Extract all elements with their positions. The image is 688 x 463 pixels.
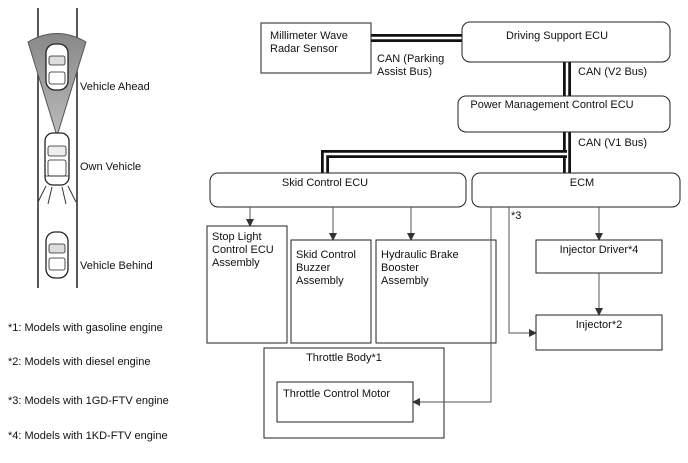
brake-booster-label-3: Assembly bbox=[381, 275, 429, 287]
throttle-body-label: Throttle Body*1 bbox=[306, 352, 382, 364]
power-management-ecu-label: Power Management Control ECU bbox=[470, 99, 633, 111]
vehicle-behind-icon bbox=[45, 231, 69, 279]
ecm-label: ECM bbox=[570, 177, 594, 189]
can-parking-label-1: CAN (Parking bbox=[377, 53, 444, 65]
injector-driver-box: Injector Driver*4 bbox=[535, 239, 663, 274]
buzzer-box: Skid Control Buzzer Assembly bbox=[290, 239, 372, 344]
note-3-marker: *3 bbox=[511, 210, 521, 222]
note-1: *1: Models with gasoline engine bbox=[8, 322, 163, 334]
throttle-motor-box: Throttle Control Motor bbox=[276, 381, 414, 423]
driving-support-ecu-label: Driving Support ECU bbox=[506, 30, 608, 42]
injector-box: Injector*2 bbox=[535, 314, 663, 351]
road-illustration bbox=[27, 8, 87, 288]
throttle-motor-label: Throttle Control Motor bbox=[283, 388, 390, 400]
radar-sensor-label-1: Millimeter Wave bbox=[270, 30, 348, 42]
injector-label: Injector*2 bbox=[576, 319, 622, 331]
note-2: *2: Models with diesel engine bbox=[8, 356, 150, 368]
driving-support-ecu-box: Driving Support ECU bbox=[461, 21, 671, 63]
vehicle-ahead-icon bbox=[45, 43, 69, 91]
buzzer-label-3: Assembly bbox=[296, 275, 344, 287]
skid-control-ecu-box: Skid Control ECU bbox=[209, 172, 467, 208]
vehicle-ahead-label: Vehicle Ahead bbox=[80, 81, 150, 93]
radar-sensor-box: Millimeter Wave Radar Sensor bbox=[260, 22, 372, 74]
signal-arrows bbox=[246, 207, 603, 406]
can-bus-lines bbox=[321, 34, 571, 173]
buzzer-label-1: Skid Control bbox=[296, 249, 356, 261]
skid-control-ecu-label: Skid Control ECU bbox=[282, 177, 368, 189]
note-3: *3: Models with 1GD-FTV engine bbox=[8, 395, 169, 407]
radar-sensor-label-2: Radar Sensor bbox=[270, 43, 338, 55]
ecm-box: ECM bbox=[471, 172, 681, 208]
stop-light-box: Stop Light Control ECU Assembly bbox=[206, 225, 288, 344]
stop-light-label-2: Control ECU bbox=[212, 244, 274, 256]
brake-booster-label-1: Hydraulic Brake bbox=[381, 249, 459, 261]
power-management-ecu-box: Power Management Control ECU bbox=[457, 95, 671, 133]
brake-booster-box: Hydraulic Brake Booster Assembly bbox=[375, 239, 497, 344]
can-v2-label: CAN (V2 Bus) bbox=[578, 66, 647, 78]
own-vehicle-label: Own Vehicle bbox=[80, 161, 141, 173]
note-4: *4: Models with 1KD-FTV engine bbox=[8, 430, 168, 442]
can-parking-label-2: Assist Bus) bbox=[377, 66, 432, 78]
vehicle-behind-label: Vehicle Behind bbox=[80, 260, 153, 272]
can-v1-label: CAN (V1 Bus) bbox=[578, 137, 647, 149]
stop-light-label-3: Assembly bbox=[212, 257, 260, 269]
injector-driver-label: Injector Driver*4 bbox=[560, 244, 639, 256]
own-vehicle-icon bbox=[37, 132, 77, 205]
brake-booster-label-2: Booster bbox=[381, 262, 419, 274]
stop-light-label-1: Stop Light bbox=[212, 231, 262, 243]
buzzer-label-2: Buzzer bbox=[296, 262, 331, 274]
